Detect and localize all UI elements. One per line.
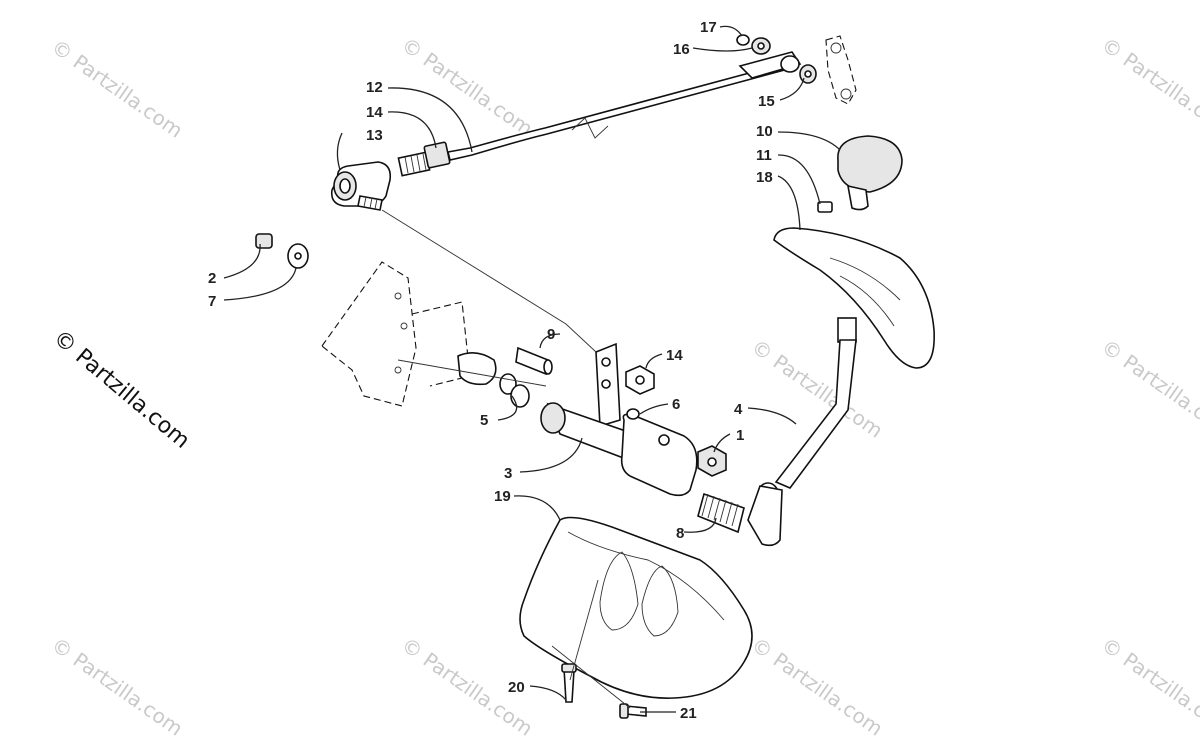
callout-labels: 17 16 15 10 11 18 12 14 13 2 7 9 14 6 5 … [208,19,775,722]
callout-leaders [223,25,841,713]
washer-part [626,408,640,420]
callout-11: 11 [756,147,772,164]
callout-20: 20 [508,679,525,696]
pedal-guard-part [519,516,753,699]
callout-7: 7 [208,293,216,310]
watermark-text: © Partzilla.com [47,632,187,740]
watermark-text: © Partzilla.com [47,34,187,142]
shift-lever-part [747,317,857,547]
callout-13: 13 [366,127,383,144]
callout-16: 16 [673,41,690,58]
spring-part [697,492,745,534]
watermark-text: © Partzilla.com [1097,32,1200,140]
frame-bracket-outline [321,261,497,407]
callout-19: 19 [494,488,511,505]
jam-nut-lower [625,365,655,395]
screw-20-part [561,663,577,703]
leader-lines [381,209,631,709]
callout-18: 18 [756,169,773,186]
callout-9: 9 [547,326,555,343]
shift-shaft-part [540,342,698,497]
watermark-text: © Partzilla.com [1097,632,1200,740]
callout-3: 3 [504,465,512,482]
callout-8: 8 [676,525,684,542]
callout-4: 4 [734,401,743,418]
shift-boot-part [773,227,935,369]
side-watermark: © Partzilla.com [48,325,194,453]
jam-nut-upper [397,141,451,177]
callout-17: 17 [700,19,717,36]
callout-14-lower: 14 [666,347,683,364]
callout-14-upper: 14 [366,104,383,121]
upper-link-hardware [736,34,857,105]
lock-nut-part [697,445,727,477]
callout-10: 10 [756,123,773,140]
shift-knob-part [817,135,903,213]
callout-15: 15 [758,93,775,110]
callout-2: 2 [208,270,216,287]
rod-end-part [330,161,392,211]
pivot-pin-part [515,346,553,376]
callout-21: 21 [680,705,697,722]
bolt-washer-part [255,233,309,269]
watermark-text: © Partzilla.com [1097,334,1200,442]
callout-5: 5 [480,412,488,429]
callout-1: 1 [736,427,744,444]
screw-21-part [619,703,647,719]
watermark-text: © Partzilla.com [747,334,887,442]
callout-12: 12 [366,79,383,96]
watermark-text: © Partzilla.com [397,32,537,140]
watermark-text: © Partzilla.com [747,632,887,740]
callout-6: 6 [672,396,680,413]
